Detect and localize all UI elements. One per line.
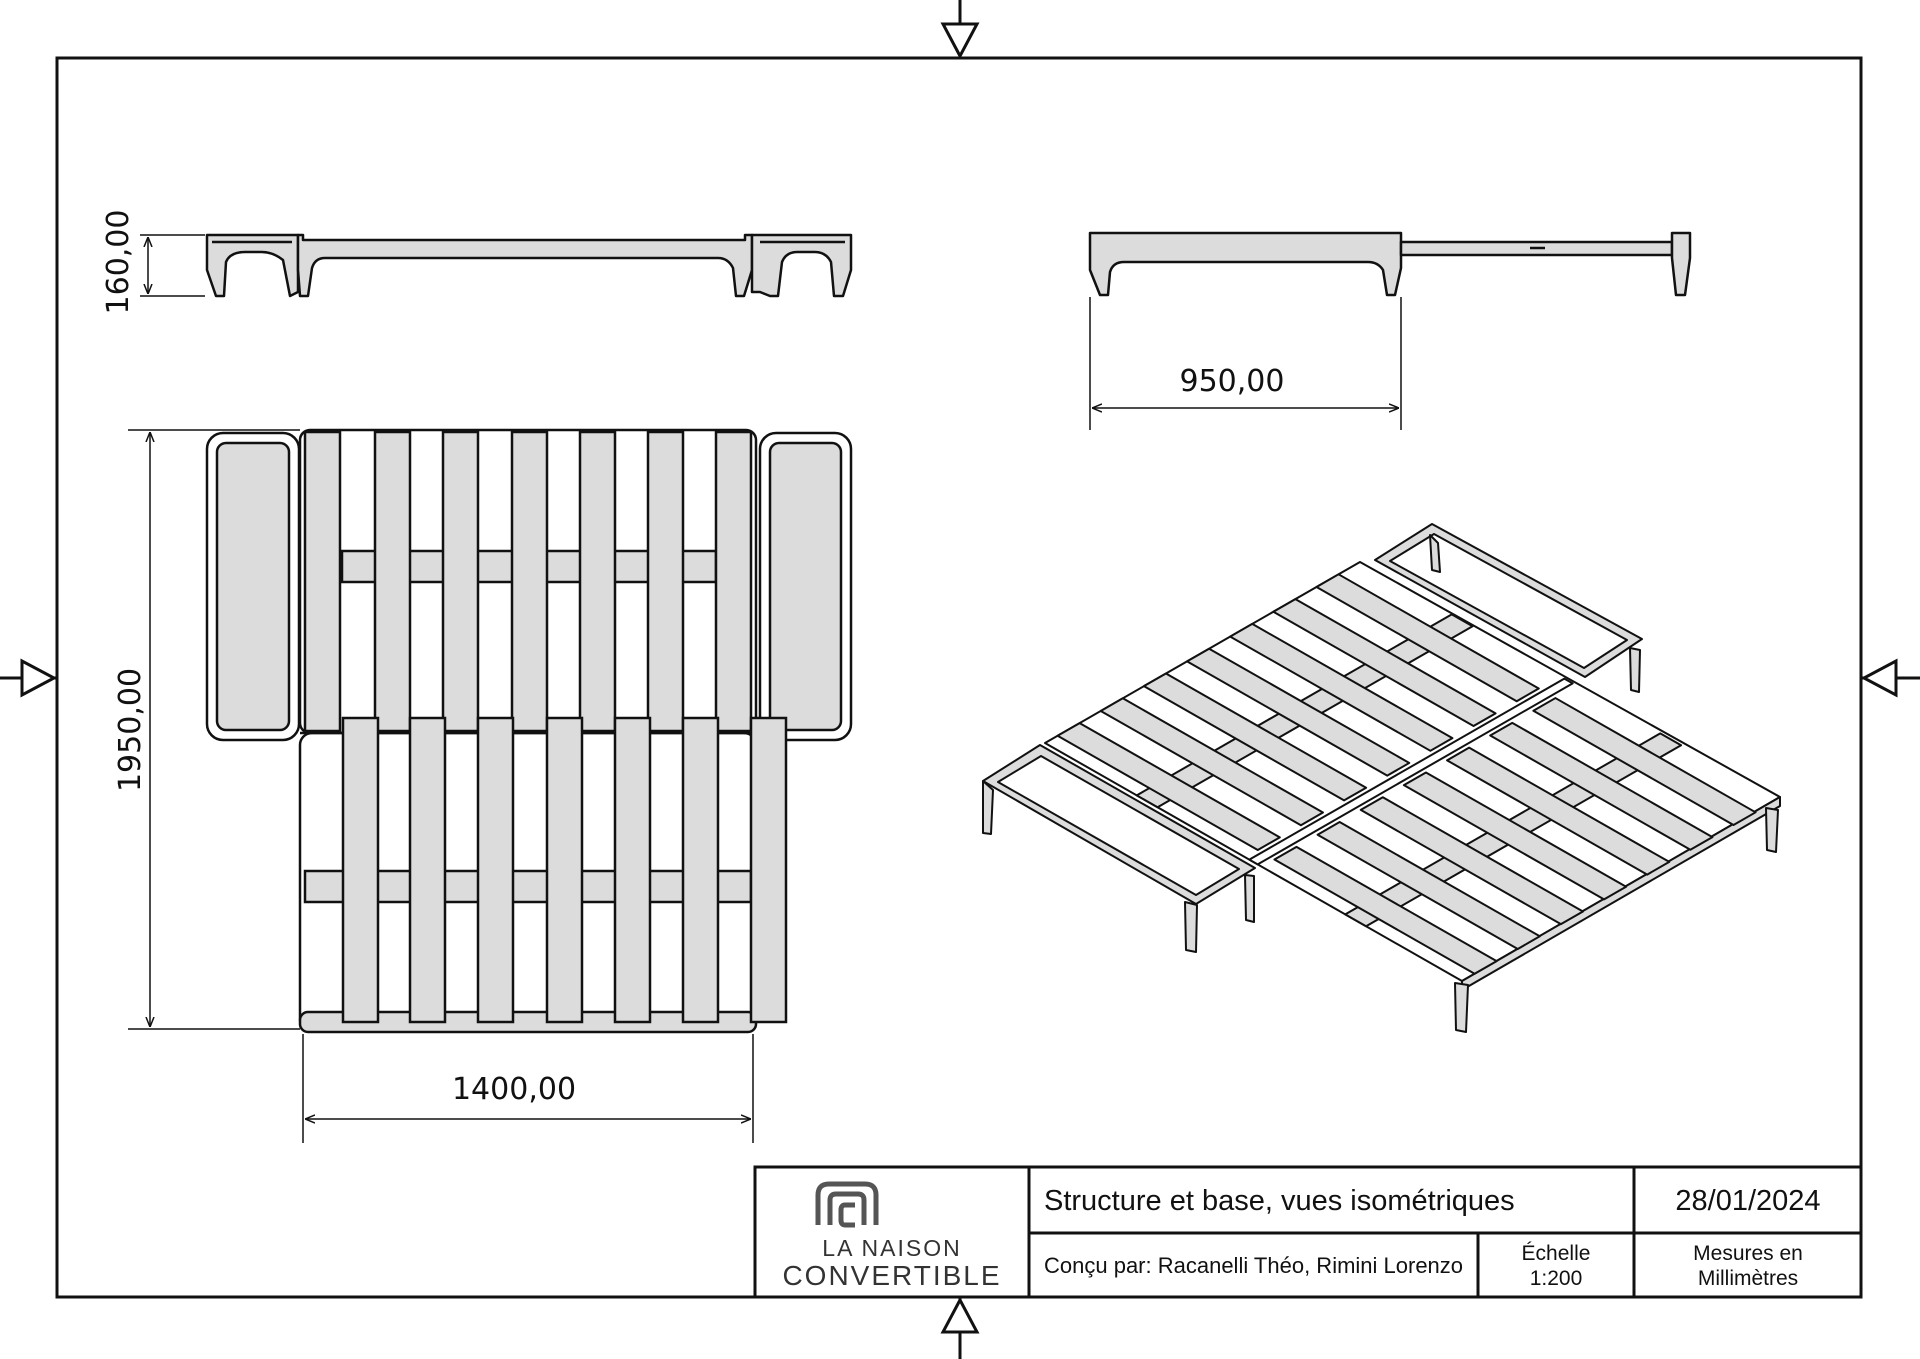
iso-slat bbox=[1359, 796, 1584, 926]
iso-slat bbox=[1142, 672, 1368, 802]
isometric-view bbox=[982, 523, 1781, 1033]
iso-slat bbox=[1273, 845, 1498, 975]
iso-slat bbox=[1315, 573, 1540, 703]
length-dimension-label: 1950,00 bbox=[113, 668, 148, 792]
iso-slat bbox=[1099, 697, 1324, 827]
height-dimension-label: 160,00 bbox=[101, 210, 136, 315]
top-slat-upper bbox=[510, 430, 549, 733]
top-slat-lower bbox=[613, 716, 652, 1024]
top-slat-lower bbox=[681, 716, 720, 1024]
top-slat-upper bbox=[441, 430, 480, 733]
iso-slat bbox=[1446, 746, 1671, 876]
top-slat-lower bbox=[749, 716, 788, 1024]
side-view bbox=[1088, 231, 1692, 297]
designers: Conçu par: Racanelli Théo, Rimini Lorenz… bbox=[1044, 1253, 1464, 1278]
iso-slat bbox=[1316, 821, 1541, 950]
scale-value: 1:200 bbox=[1529, 1267, 1583, 1290]
iso-frame-joint bbox=[1248, 677, 1574, 866]
iso-slat bbox=[1402, 771, 1628, 901]
units-line-2: Millimètres bbox=[1697, 1267, 1799, 1290]
scale-box: Échelle 1:200 bbox=[1480, 1236, 1632, 1296]
iso-slat bbox=[1229, 622, 1454, 752]
brand-logo-icon bbox=[815, 1181, 879, 1228]
top-slat-upper bbox=[714, 430, 753, 733]
length-dimension bbox=[128, 429, 300, 1030]
top-slat-upper bbox=[646, 430, 685, 733]
width-dimension bbox=[302, 1034, 754, 1143]
iso-slats bbox=[1056, 573, 1757, 975]
title-block-frame bbox=[753, 1165, 1863, 1299]
upper-slats bbox=[303, 430, 753, 733]
top-slat-lower bbox=[545, 716, 584, 1024]
top-slat-lower bbox=[476, 716, 515, 1024]
depth-dimension-label: 950,00 bbox=[1180, 364, 1285, 399]
top-slat-upper bbox=[578, 430, 617, 733]
units-box: Mesures en Millimètres bbox=[1637, 1236, 1859, 1296]
units-line-1: Mesures en bbox=[1693, 1241, 1803, 1265]
top-slat-upper bbox=[373, 430, 412, 733]
front-view bbox=[205, 233, 853, 298]
brand-wordmark: LA NAISON CONVERTIBLE bbox=[758, 1232, 1026, 1294]
top-view bbox=[205, 428, 853, 1034]
iso-slat bbox=[1532, 697, 1757, 826]
top-slat-lower bbox=[341, 716, 380, 1024]
top-slat-lower bbox=[408, 716, 447, 1024]
brand-line-1: LA NAISON bbox=[822, 1234, 962, 1261]
lower-slats bbox=[341, 716, 788, 1024]
drawing-date: 28/01/2024 bbox=[1675, 1184, 1821, 1217]
scale-label: Échelle bbox=[1521, 1241, 1591, 1265]
iso-slat bbox=[1186, 647, 1411, 777]
iso-slat bbox=[1272, 598, 1497, 728]
iso-slat bbox=[1489, 721, 1714, 851]
iso-slat bbox=[1056, 722, 1281, 851]
width-dimension-label: 1400,00 bbox=[452, 1072, 576, 1107]
brand-line-2: CONVERTIBLE bbox=[782, 1259, 1002, 1291]
top-slat-upper bbox=[303, 430, 342, 733]
depth-dimension bbox=[1089, 297, 1402, 430]
height-dimension bbox=[140, 234, 205, 297]
drawing-title: Structure et base, vues isométriques bbox=[1044, 1184, 1515, 1217]
